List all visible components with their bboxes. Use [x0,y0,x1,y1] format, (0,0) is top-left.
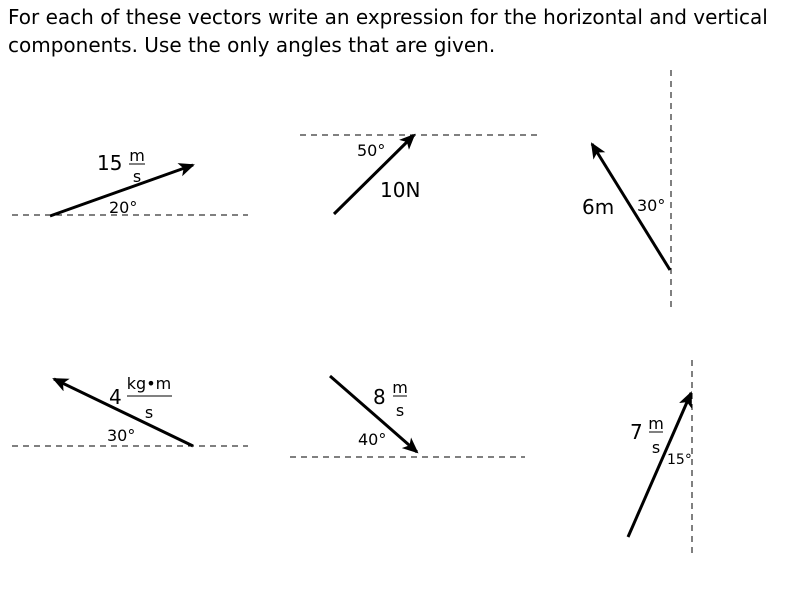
unit-denominator: s [133,167,141,186]
vector-arrow [590,142,672,271]
vector-arrow [332,133,416,216]
vector-magnitude: 10N [380,178,420,202]
unit-numerator: m [129,146,145,165]
vector-magnitude: 4 [109,385,122,409]
unit-numerator: m [392,378,408,397]
vector-arrow [626,391,693,538]
vector-3: 6m 30° [582,70,672,310]
vector-magnitude: 8 [373,385,386,409]
unit-numerator: kg•m [127,374,171,393]
unit-numerator: m [648,414,664,433]
unit-denominator: s [145,403,153,422]
angle-label: 30° [637,196,665,215]
instructions-text: For each of these vectors write an expre… [8,5,768,57]
vector-magnitude: 6m [582,195,614,219]
vector-5: 8 m s 40° [290,374,525,458]
vector-2: 50° 10N [300,133,538,216]
vector-6: 7 m s 15° [626,360,693,555]
vector-magnitude: 15 [97,151,122,175]
unit-denominator: s [652,438,660,457]
angle-label: 30° [107,426,135,445]
vector-1: 15 m s 20° [12,146,248,218]
angle-label: 20° [109,198,137,217]
angle-label: 40° [358,430,386,449]
vector-magnitude: 7 [630,420,643,444]
unit-denominator: s [396,401,404,420]
vector-arrow [329,374,419,454]
angle-label: 15° [667,452,692,468]
vector-arrow [52,377,194,448]
vector-arrow [49,163,195,218]
angle-label: 50° [357,141,385,160]
vector-4: 4 kg•m s 30° [12,374,248,448]
